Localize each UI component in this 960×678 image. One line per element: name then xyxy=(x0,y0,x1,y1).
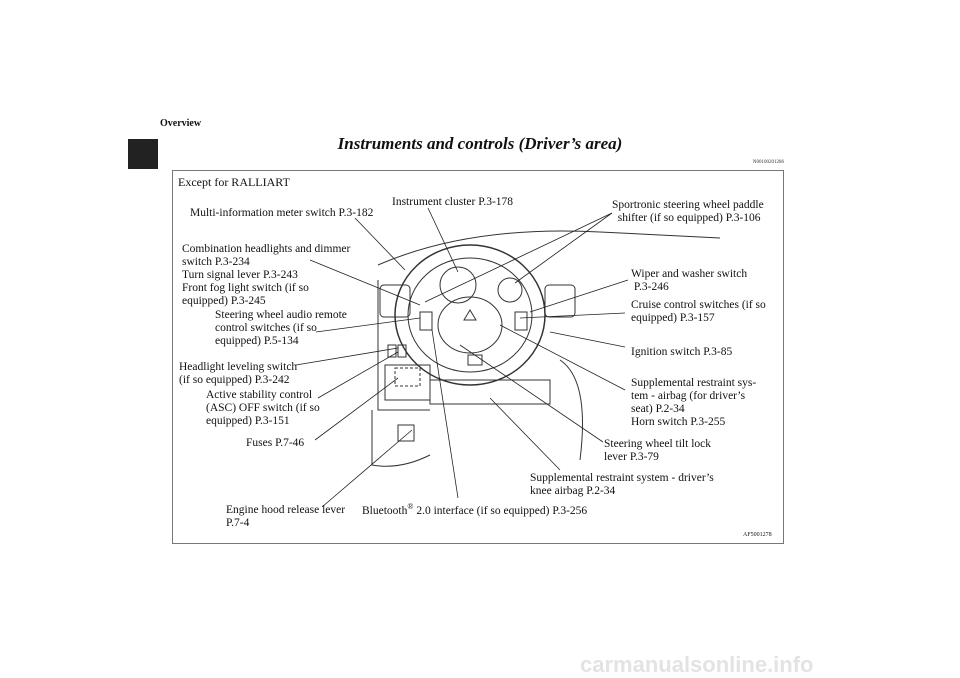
watermark: carmanualsonline.info xyxy=(580,652,814,677)
label-multi-information-meter-switch: Multi-information meter switch P.3-182 xyxy=(190,207,374,219)
registered-mark: ® xyxy=(407,502,414,511)
label-fuses: Fuses P.7-46 xyxy=(246,437,305,449)
label-wiper-washer: Wiper and washer switch P.3-246 xyxy=(631,268,748,293)
label-srs-airbag-horn: Supplemental restraint sys- tem - airbag… xyxy=(631,377,757,428)
figure-frame xyxy=(172,170,784,544)
section-header: Overview xyxy=(160,118,202,129)
bluetooth-rest-text: 2.0 interface (if so equipped) P.3-256 xyxy=(413,504,588,517)
label-audio-remote-switches: Steering wheel audio remote control swit… xyxy=(215,309,347,347)
variant-label: Except for RALLIART xyxy=(178,175,290,189)
label-asc-off-switch: Active stability control (ASC) OFF switc… xyxy=(206,389,320,427)
label-cruise-control: Cruise control switches (if so equipped)… xyxy=(631,299,766,324)
label-paddle-shifter: Sportronic steering wheel paddle shifter… xyxy=(612,199,764,224)
document-code: N00100201286 xyxy=(752,160,784,165)
label-ignition-switch: Ignition switch P.3-85 xyxy=(631,346,733,358)
label-headlight-switch: Combination headlights and dimmer switch… xyxy=(182,243,351,307)
section-tab-marker xyxy=(128,139,158,169)
label-knee-airbag: Supplemental restraint system - driver’s… xyxy=(530,472,714,497)
label-headlight-leveling-switch: Headlight leveling switch (if so equippe… xyxy=(179,361,298,386)
figure-id: AF5001278 xyxy=(743,532,772,538)
label-tilt-lock-lever: Steering wheel tilt lock lever P.3-79 xyxy=(604,438,711,463)
label-engine-hood-release: Engine hood release lever P.7-4 xyxy=(226,504,346,529)
page-title: Instruments and controls (Driver’s area) xyxy=(337,134,623,153)
label-instrument-cluster: Instrument cluster P.3-178 xyxy=(392,196,514,208)
label-bluetooth-interface: Bluetooth® 2.0 interface (if so equipped… xyxy=(362,500,587,518)
bluetooth-text: Bluetooth xyxy=(362,504,408,517)
